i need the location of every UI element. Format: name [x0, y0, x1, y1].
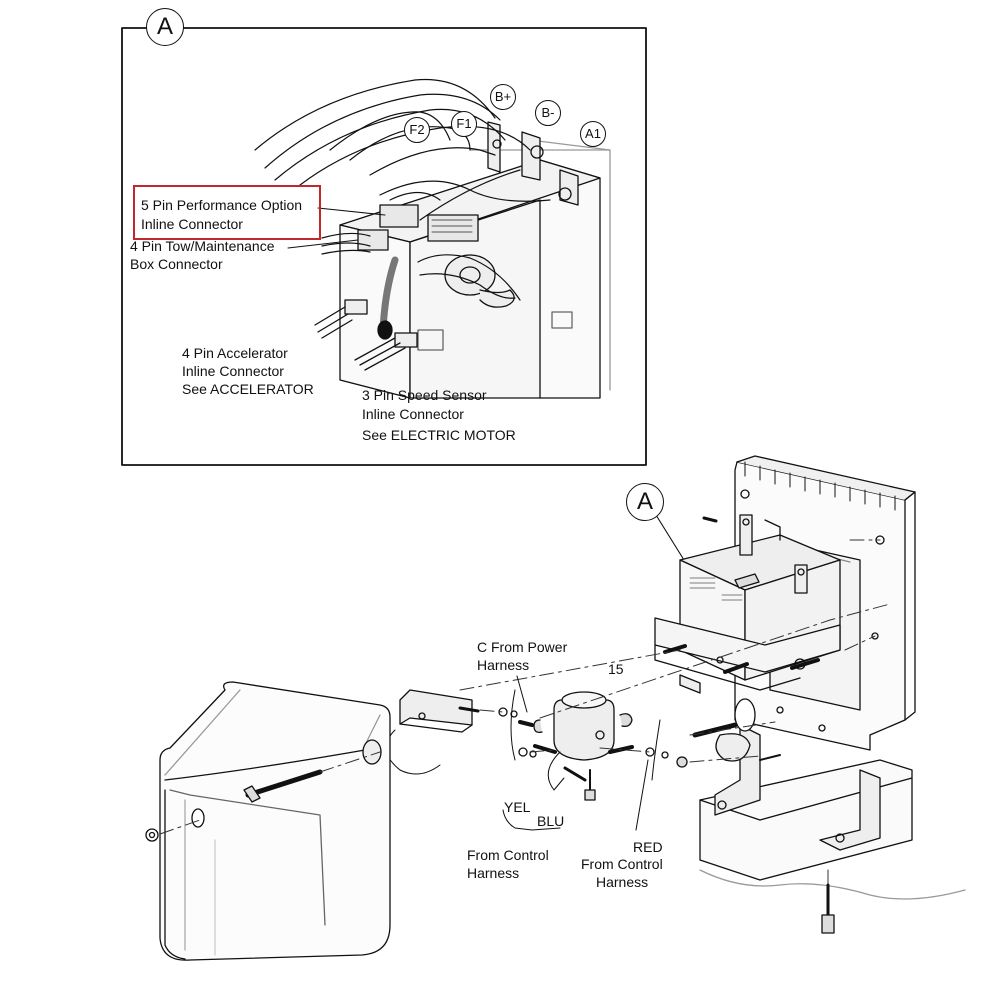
- controller-cover: [145, 681, 391, 961]
- red-control-harness-label-2: Harness: [596, 874, 649, 890]
- red-wire-label: RED: [633, 839, 663, 855]
- accel-connector-label-1: 4 Pin Accelerator: [182, 345, 288, 361]
- mounting-bracket: [654, 617, 841, 694]
- part-number-15: 15: [608, 661, 624, 677]
- terminal-label-b-minus: B-: [535, 100, 561, 126]
- main-callout-a: A: [626, 483, 664, 521]
- power-harness-label-1: C From Power: [477, 639, 568, 655]
- accel-connector-label-2: Inline Connector: [182, 363, 284, 379]
- inset-wires: [254, 78, 551, 301]
- speed-sensor-label-3: See ELECTRIC MOTOR: [362, 427, 516, 443]
- perf-option-label-1: 5 Pin Performance Option: [141, 197, 303, 213]
- terminal-label-f1: F1: [451, 111, 477, 137]
- label-leaders: [502, 675, 649, 831]
- control-harness-label-2: Harness: [467, 865, 520, 881]
- speed-sensor-label-2: Inline Connector: [362, 406, 464, 422]
- inset-controller-box: [287, 121, 611, 399]
- speed-sensor-label-1: 3 Pin Speed Sensor: [362, 387, 487, 403]
- tow-connector-label-2: Box Connector: [130, 256, 223, 272]
- base-stand: [692, 698, 966, 934]
- perf-option-highlight: [133, 185, 321, 240]
- tow-connector-label-1: 4 Pin Tow/Maintenance: [130, 238, 275, 254]
- terminal-label-a1: A1: [580, 121, 606, 147]
- terminal-label-f2: F2: [404, 117, 430, 143]
- yel-wire-label: YEL: [504, 799, 531, 815]
- blu-wire-label: BLU: [537, 813, 565, 829]
- assembly-lines: [159, 539, 891, 886]
- red-control-harness-label-1: From Control: [581, 856, 663, 872]
- perf-option-label-2: Inline Connector: [141, 216, 243, 232]
- solenoid: [498, 689, 688, 801]
- inline-fuse-box: [385, 689, 480, 775]
- power-harness-label-2: Harness: [477, 657, 530, 673]
- terminal-label-b-plus: B+: [490, 84, 516, 110]
- inset-frame: [121, 27, 647, 466]
- inset-callout-a: A: [146, 8, 184, 46]
- accel-connector-label-3: See ACCELERATOR: [182, 381, 314, 397]
- control-harness-label-1: From Control: [467, 847, 549, 863]
